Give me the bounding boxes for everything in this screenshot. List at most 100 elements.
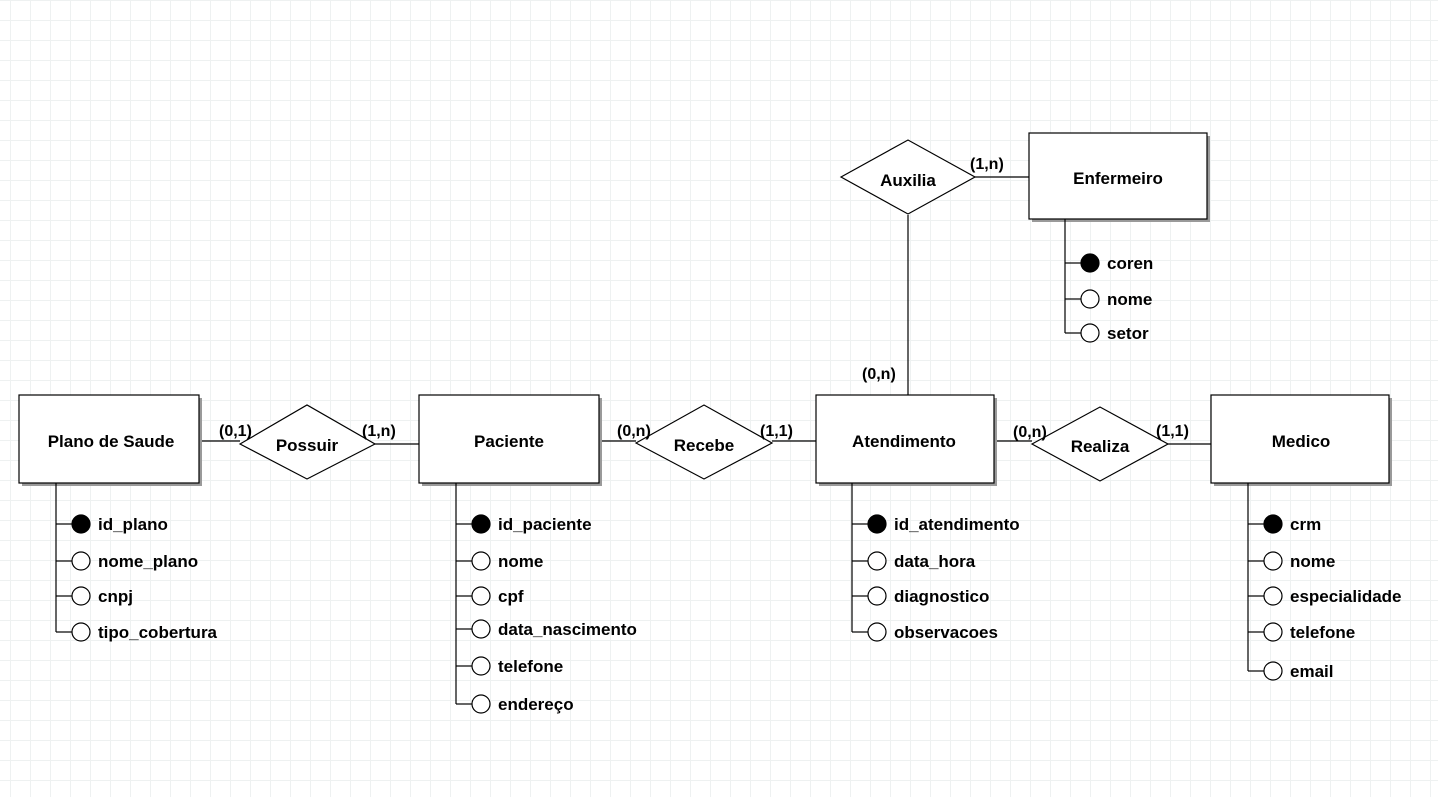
attribute-marker [867, 551, 887, 571]
attribute-name: id_atendimento [894, 515, 1020, 534]
attributes-medico: crm nome especialidade telefone email [1247, 483, 1402, 681]
attribute-name: data_nascimento [498, 620, 637, 639]
primary-key-marker [1080, 253, 1100, 273]
attribute-data-hora[interactable]: data_hora [852, 551, 976, 571]
relationship-realiza-name: Realiza [1071, 437, 1130, 456]
attribute-especialidade[interactable]: especialidade [1248, 586, 1402, 606]
attribute-id-atendimento[interactable]: id_atendimento [852, 514, 1020, 534]
attribute-setor[interactable]: setor [1065, 323, 1149, 343]
attribute-marker [71, 551, 91, 571]
attribute-marker [867, 586, 887, 606]
attribute-nome-plano[interactable]: nome_plano [56, 551, 198, 571]
entity-plano-de-saude-name: Plano de Saude [48, 432, 175, 451]
attribute-name: diagnostico [894, 587, 989, 606]
relationship-possuir-name: Possuir [276, 436, 339, 455]
attributes-atendimento: id_atendimento data_hora diagnostico observ… [851, 483, 1020, 642]
attribute-id-paciente[interactable]: id_paciente [456, 514, 592, 534]
attribute-name: email [1290, 662, 1333, 681]
attribute-name: id_paciente [498, 515, 592, 534]
attribute-marker [1263, 622, 1283, 642]
relationship-realiza[interactable]: Realiza [1030, 406, 1170, 482]
attribute-marker [1080, 289, 1100, 309]
attribute-marker [471, 586, 491, 606]
attribute-name: telefone [1290, 623, 1355, 642]
primary-key-marker [1263, 514, 1283, 534]
entity-medico-name: Medico [1272, 432, 1331, 451]
entity-atendimento[interactable]: Atendimento [815, 394, 997, 486]
attribute-marker [471, 694, 491, 714]
entity-enfermeiro[interactable]: Enfermeiro [1028, 132, 1210, 222]
attribute-name: cpf [498, 587, 524, 606]
primary-key-marker [71, 514, 91, 534]
attribute-observacoes[interactable]: observacoes [852, 622, 998, 642]
attribute-data-nascimento[interactable]: data_nascimento [456, 619, 637, 639]
attribute-marker [471, 619, 491, 639]
cardinality-realiza-medico: (1,1) [1156, 423, 1189, 440]
attribute-name: id_plano [98, 515, 168, 534]
attribute-name: endereço [498, 695, 574, 714]
cardinality-realiza-atendimento: (0,n) [1013, 424, 1047, 441]
connector-lines [199, 176, 1211, 445]
attribute-telefone[interactable]: telefone [1248, 622, 1355, 642]
attribute-marker [1263, 551, 1283, 571]
attribute-id-plano[interactable]: id_plano [56, 514, 168, 534]
relationship-recebe-name: Recebe [674, 436, 734, 455]
attribute-name: telefone [498, 657, 563, 676]
cardinality-possuir-paciente: (1,n) [362, 423, 396, 440]
cardinality-recebe-atendimento: (1,1) [760, 423, 793, 440]
attribute-name: especialidade [1290, 587, 1402, 606]
cardinality-recebe-paciente: (0,n) [617, 423, 651, 440]
entity-medico[interactable]: Medico [1210, 394, 1392, 486]
attribute-crm[interactable]: crm [1248, 514, 1321, 534]
entity-enfermeiro-name: Enfermeiro [1073, 169, 1163, 188]
attribute-marker [471, 551, 491, 571]
attribute-name: setor [1107, 324, 1149, 343]
attribute-name: coren [1107, 254, 1153, 273]
cardinality-auxilia-atendimento: (0,n) [862, 366, 896, 383]
primary-key-marker [471, 514, 491, 534]
attribute-name: observacoes [894, 623, 998, 642]
relationship-recebe[interactable]: Recebe [634, 404, 774, 480]
attributes-enfermeiro: coren nome setor [1064, 219, 1153, 343]
attribute-marker [1080, 323, 1100, 343]
attribute-marker [1263, 661, 1283, 681]
attribute-cpf[interactable]: cpf [456, 586, 524, 606]
attribute-name: cnpj [98, 587, 133, 606]
attribute-tipo-cobertura[interactable]: tipo_cobertura [56, 622, 218, 642]
attribute-name: crm [1290, 515, 1321, 534]
attribute-coren[interactable]: coren [1065, 253, 1153, 273]
relationship-auxilia[interactable]: Auxilia [839, 139, 977, 215]
attribute-name: tipo_cobertura [98, 623, 218, 642]
attribute-email[interactable]: email [1248, 661, 1333, 681]
entity-paciente-name: Paciente [474, 432, 544, 451]
attribute-marker [1263, 586, 1283, 606]
attribute-name: nome [1290, 552, 1335, 571]
entity-plano-de-saude[interactable]: Plano de Saude [18, 394, 202, 486]
cardinality-possuir-plano: (0,1) [219, 423, 252, 440]
attribute-nome[interactable]: nome [456, 551, 543, 571]
relationship-possuir[interactable]: Possuir [238, 404, 377, 480]
attribute-diagnostico[interactable]: diagnostico [852, 586, 989, 606]
attribute-cnpj[interactable]: cnpj [56, 586, 133, 606]
primary-key-marker [867, 514, 887, 534]
cardinalities: (0,1) (1,n) (0,n) (1,1) (0,n) (1,1) (1,n… [219, 156, 1189, 441]
relationship-auxilia-name: Auxilia [880, 171, 936, 190]
entity-paciente[interactable]: Paciente [418, 394, 602, 486]
attribute-marker [867, 622, 887, 642]
attribute-nome[interactable]: nome [1248, 551, 1335, 571]
attribute-name: nome [1107, 290, 1152, 309]
attribute-name: nome_plano [98, 552, 198, 571]
attribute-telefone[interactable]: telefone [456, 656, 563, 676]
entity-atendimento-name: Atendimento [852, 432, 956, 451]
attribute-marker [71, 586, 91, 606]
attribute-endere-o[interactable]: endereço [456, 694, 574, 714]
attribute-name: data_hora [894, 552, 976, 571]
attribute-marker [471, 656, 491, 676]
attribute-nome[interactable]: nome [1065, 289, 1152, 309]
cardinality-auxilia-enfermeiro: (1,n) [970, 156, 1004, 173]
attribute-name: nome [498, 552, 543, 571]
